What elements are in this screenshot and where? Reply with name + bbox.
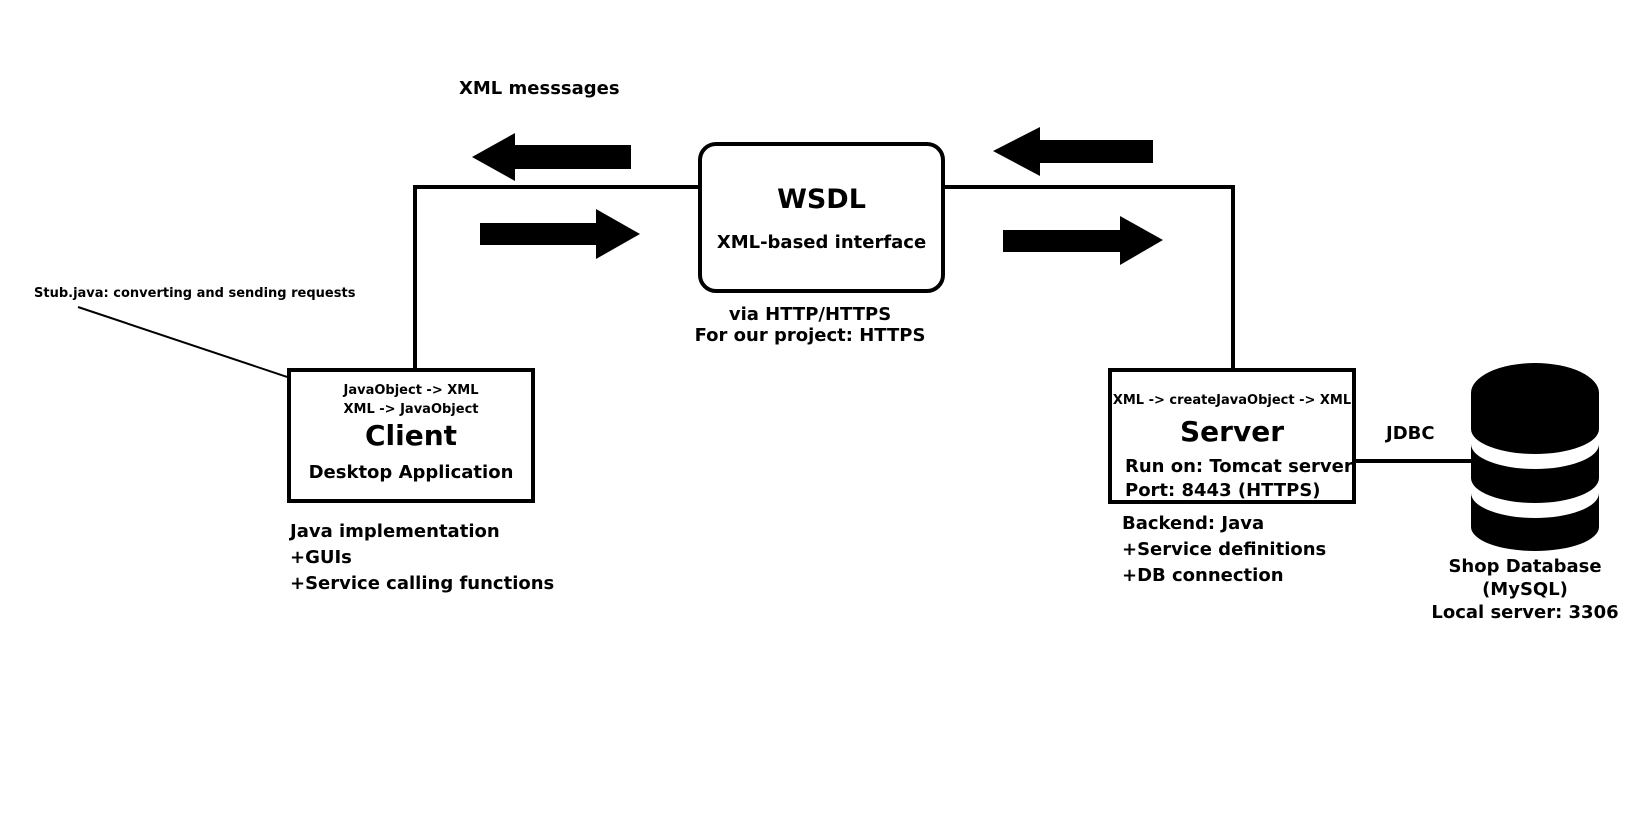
- client-wsdl-connector: [413, 185, 698, 372]
- server-detail-1: Backend: Java: [1122, 513, 1265, 534]
- server-title: Server: [1179, 415, 1284, 448]
- database-label-line3: Local server: 3306: [1431, 602, 1619, 623]
- arrow-right-request-icon: [480, 209, 640, 259]
- database-label-line1: Shop Database: [1448, 556, 1602, 577]
- server-port: Port: 8443 (HTTPS): [1125, 480, 1321, 501]
- client-subtitle: Desktop Application: [308, 462, 514, 483]
- wsdl-subtitle: XML-based interface: [716, 232, 927, 253]
- client-title: Client: [364, 419, 458, 452]
- client-box: JavaObject -> XML XML -> JavaObject Clie…: [287, 368, 535, 503]
- server-detail-2: +Service definitions: [1122, 539, 1327, 560]
- wsdl-server-connector: [945, 185, 1235, 372]
- server-detail-3: +DB connection: [1122, 565, 1284, 586]
- database-icon: [1471, 363, 1599, 551]
- arrow-left-response-server-icon: [993, 127, 1153, 176]
- arrow-right-request-server-icon: [1003, 216, 1163, 265]
- arrow-left-response-icon: [472, 133, 631, 181]
- server-box: XML -> createJavaObject -> XML Server Ru…: [1108, 368, 1356, 504]
- wsdl-title: WSDL: [777, 184, 866, 215]
- wsdl-transport-line2: For our project: HTTPS: [694, 325, 926, 346]
- wsdl-transport-line1: via HTTP/HTTPS: [728, 304, 892, 325]
- xml-messages-label: XML messsages: [459, 78, 620, 99]
- server-run-on: Run on: Tomcat server: [1125, 456, 1353, 477]
- wsdl-box: WSDL XML-based interface: [698, 142, 945, 293]
- client-detail-3: +Service calling functions: [290, 573, 555, 594]
- server-conversion: XML -> createJavaObject -> XML: [1112, 393, 1352, 408]
- client-detail-2: +GUIs: [290, 547, 352, 568]
- database-label-line2: (MySQL): [1482, 579, 1568, 600]
- client-detail-1: Java implementation: [290, 521, 500, 542]
- client-conversion-line2: XML -> JavaObject: [343, 402, 479, 417]
- stub-note: Stub.java: converting and sending reques…: [34, 286, 356, 301]
- jdbc-label: JDBC: [1386, 423, 1435, 444]
- client-conversion-line1: JavaObject -> XML: [343, 383, 479, 398]
